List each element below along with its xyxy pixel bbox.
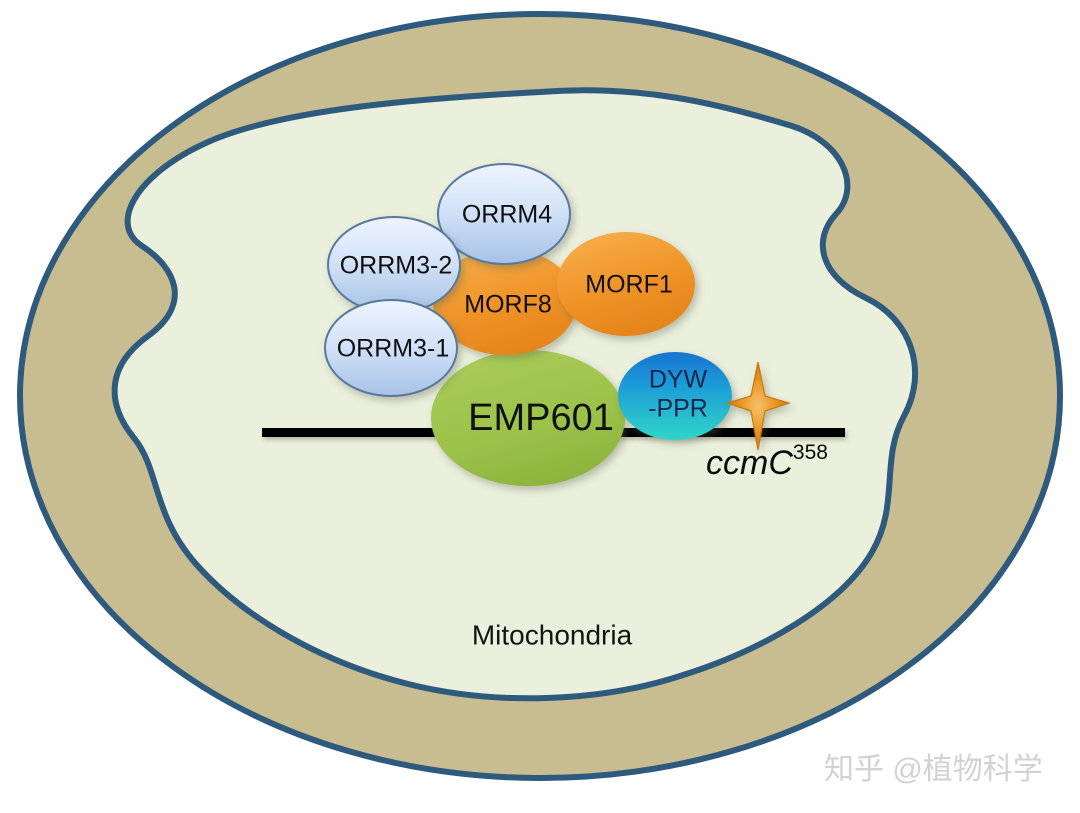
protein-orrm3-2[interactable]: ORRM3-2 [327,216,461,314]
orrm4-label: ORRM4 [462,201,552,229]
morf1-ellipse [557,232,695,336]
dyw-ppr-label-line2: -PPR [648,395,708,423]
star-shape [724,361,792,451]
orrm4-ellipse [437,163,571,265]
morf8-label: MORF8 [464,291,552,319]
protein-dyw-ppr[interactable]: DYW -PPR [618,352,732,440]
protein-emp601[interactable]: EMP601 [431,350,625,486]
protein-morf8[interactable] [433,249,577,355]
emp601-label: EMP601 [468,397,614,439]
gene-name: ccmC [706,444,793,482]
protein-orrm3-1[interactable]: ORRM3-1 [324,299,458,397]
morf1-label: MORF1 [585,271,673,299]
watermark-label: 知乎 @植物科学 [824,753,1043,786]
orrm3-2-label: ORRM3-2 [340,252,453,280]
editing-site-star[interactable] [724,361,792,451]
gene-superscript: 358 [793,441,828,464]
gene-label: ccmC358 [706,441,828,482]
protein-morf1[interactable]: MORF1 [557,232,695,336]
emp601-ellipse [431,350,625,486]
protein-orrm4[interactable]: ORRM4 [437,163,571,265]
orrm3-1-label: ORRM3-1 [337,335,450,363]
dyw-ppr-ellipse [618,352,732,440]
morf8-ellipse [433,249,577,355]
dyw-ppr-label-line1: DYW [649,366,708,394]
orrm3-1-ellipse [324,299,458,397]
organelle-label: Mitochondria [472,619,633,650]
gene-label-group: ccmC358 [706,441,828,482]
